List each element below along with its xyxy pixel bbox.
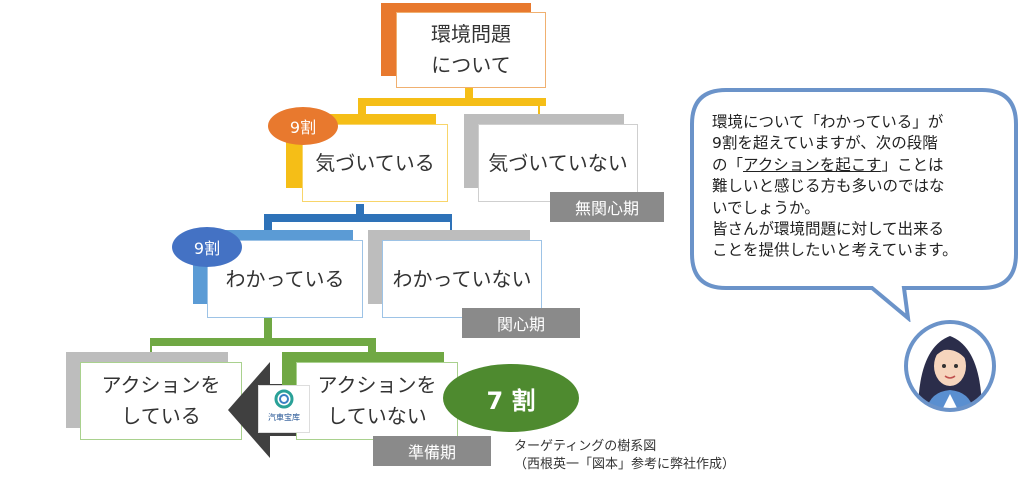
not-acting-badge: 7 割: [443, 364, 579, 432]
root-label-line1: 環境問題: [431, 22, 511, 46]
know-label: わかっている: [225, 266, 345, 291]
root-box: 環境問題 について: [396, 12, 546, 88]
not-acting-box: アクションを していない: [296, 362, 458, 440]
speech-bubble: [690, 88, 1018, 322]
logo-text: 汽車宝库: [268, 413, 300, 422]
acting-label-line2: している: [121, 404, 201, 428]
aware-badge: 9割: [268, 107, 338, 145]
not-acting-label-line2: していない: [327, 404, 427, 428]
know-badge: 9割: [172, 227, 242, 267]
acting-label-line1: アクションを: [101, 373, 221, 397]
aware-badge-text: 9割: [289, 118, 317, 137]
speech-line3-post: 」ことは: [881, 155, 944, 174]
speech-line5: いでしょうか。: [712, 198, 820, 217]
dont-know-box: わかっていない: [382, 240, 542, 318]
acting-box: アクションを している: [80, 362, 242, 440]
aware-label: 気づいている: [315, 150, 435, 175]
not-acting-badge-text: 7 割: [486, 386, 536, 415]
speech-line3-pre: の「: [712, 155, 744, 174]
know-badge-text: 9割: [193, 239, 221, 258]
speech-line1: 環境について「わかっている」が: [712, 113, 944, 131]
unaware-tag: 無関心期: [550, 192, 664, 222]
not-acting-tag: 準備期: [373, 436, 491, 466]
dont-know-label: わかっていない: [392, 266, 532, 291]
caption-line1: ターゲティングの樹系図: [514, 439, 657, 454]
speech-line7: ことを提供したいと考えています。: [712, 241, 958, 260]
unaware-box: 気づいていない: [478, 124, 638, 202]
speech-line3-underlined: アクションを起こす: [743, 155, 882, 174]
logo: 汽車宝库: [258, 385, 310, 433]
speech-line4: 難しいと感じる方も多いのではな: [712, 177, 945, 196]
speech-line6: 皆さんが環境問題に対して出来る: [712, 219, 945, 238]
speech-line3: の「アクションを起こす」ことは: [712, 155, 958, 176]
logo-ring-icon: [274, 389, 294, 409]
root-label-line2: について: [431, 53, 511, 77]
unaware-label: 気づいていない: [488, 150, 628, 175]
not-acting-tag-text: 準備期: [407, 443, 456, 462]
dont-know-tag-text: 関心期: [496, 315, 545, 334]
speech-line2: 9割を超えていますが、次の段階: [712, 134, 938, 153]
avatar: [904, 320, 996, 412]
speech-text: 環境について「わかっている」が 9割を超えていますが、次の段階 の「アクションを…: [712, 112, 958, 262]
not-acting-label-line1: アクションを: [317, 373, 437, 397]
caption-line2: （西根英一「図本」参考に弊社作成）: [514, 456, 736, 472]
dont-know-tag: 関心期: [462, 308, 580, 338]
unaware-tag-text: 無関心期: [574, 199, 639, 218]
diagram-caption: ターゲティングの樹系図 （西根英一「図本」参考に弊社作成）: [514, 438, 735, 473]
